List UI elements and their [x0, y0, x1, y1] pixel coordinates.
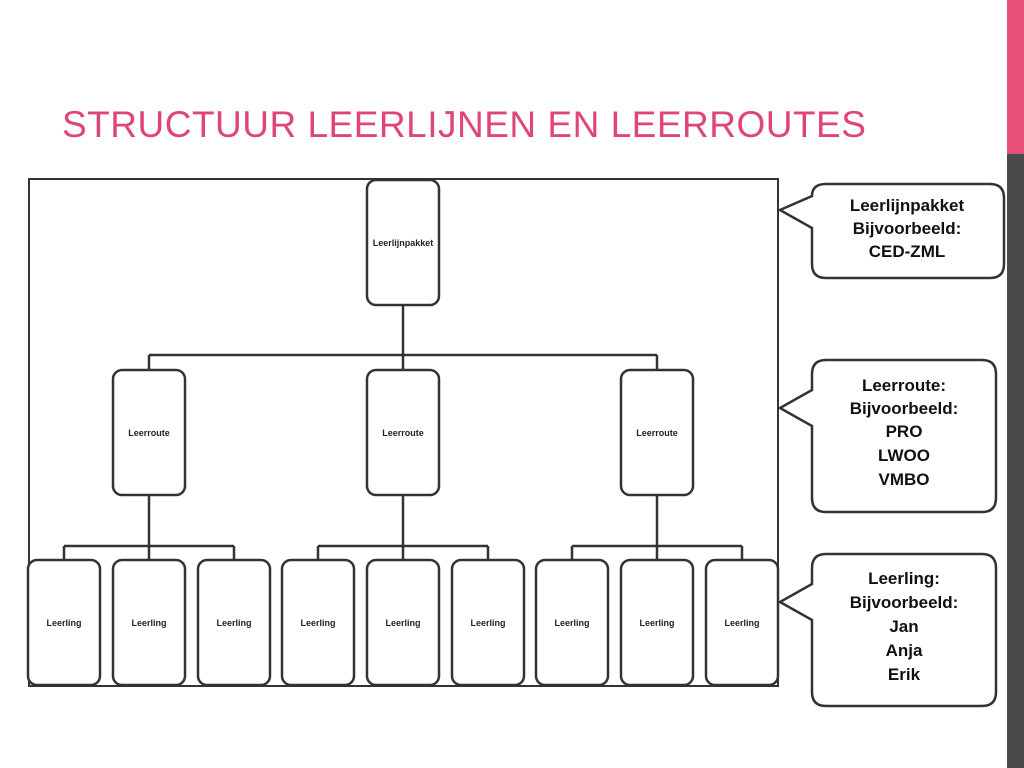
node-student: Leerling: [450, 558, 526, 687]
node-route: Leerroute: [619, 368, 695, 497]
callout-line: Anja: [886, 641, 923, 660]
callout-line: Leerlijnpakket: [850, 196, 965, 215]
callout-line: Bijvoorbeeld:: [850, 399, 959, 418]
callout-line: CED-ZML: [869, 242, 945, 261]
node-route: Leerroute: [365, 368, 441, 497]
callout-line: Leerroute:: [862, 376, 946, 395]
callout-student: Leerling: Bijvoorbeeld: Jan Anja Erik: [777, 552, 998, 708]
callout-line: Leerling:: [868, 569, 940, 588]
accent-bar-top: [1007, 0, 1024, 154]
node-student-label: Leerling: [554, 618, 589, 628]
node-root: Leerlijnpakket: [365, 178, 441, 307]
node-student-label: Leerling: [639, 618, 674, 628]
accent-bar-bottom: [1007, 154, 1024, 768]
node-student: Leerling: [111, 558, 187, 687]
node-student: Leerling: [365, 558, 441, 687]
node-route: Leerroute: [111, 368, 187, 497]
node-student: Leerling: [619, 558, 695, 687]
callout-line: Bijvoorbeeld:: [850, 593, 959, 612]
node-student: Leerling: [280, 558, 356, 687]
node-student: Leerling: [196, 558, 272, 687]
callout-line: Jan: [889, 617, 918, 636]
node-root-label: Leerlijnpakket: [373, 238, 434, 248]
connector-lines: [62, 305, 744, 559]
node-student-label: Leerling: [724, 618, 759, 628]
page-title: STRUCTUUR LEERLIJNEN EN LEERROUTES: [62, 104, 867, 145]
node-route-label: Leerroute: [636, 428, 678, 438]
node-student-label: Leerling: [131, 618, 166, 628]
node-student: Leerling: [704, 558, 780, 687]
node-student-label: Leerling: [216, 618, 251, 628]
callout-line: PRO: [886, 422, 923, 441]
node-route-label: Leerroute: [382, 428, 424, 438]
callout-line: Bijvoorbeeld:: [853, 219, 962, 238]
node-student: Leerling: [26, 558, 102, 687]
node-student-label: Leerling: [470, 618, 505, 628]
callout-line: LWOO: [878, 446, 930, 465]
node-student-label: Leerling: [385, 618, 420, 628]
callout-line: VMBO: [879, 470, 930, 489]
node-student-label: Leerling: [300, 618, 335, 628]
callout-package: Leerlijnpakket Bijvoorbeeld: CED-ZML: [777, 182, 1006, 280]
node-student: Leerling: [534, 558, 610, 687]
node-student-label: Leerling: [46, 618, 81, 628]
node-route-label: Leerroute: [128, 428, 170, 438]
callout-line: Erik: [888, 665, 921, 684]
callout-route: Leerroute: Bijvoorbeeld: PRO LWOO VMBO: [777, 358, 998, 514]
